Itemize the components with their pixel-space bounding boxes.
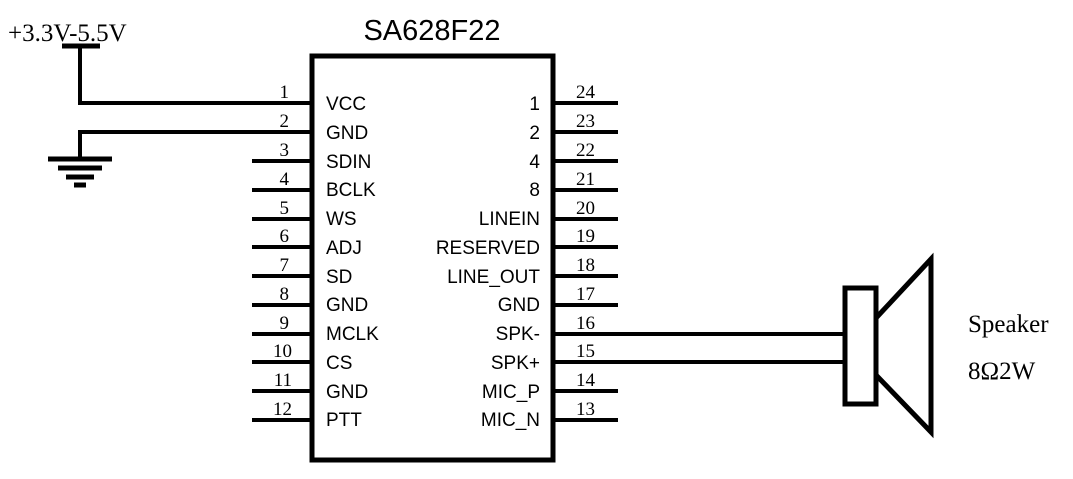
chip-body-outline — [309, 53, 556, 463]
pin-label-vcc: VCC — [326, 94, 366, 115]
left-pin-numbers: 1 2 3 4 5 6 7 8 9 10 11 12 — [273, 82, 292, 420]
pin-number-12: 12 — [273, 399, 292, 420]
pin-number-20: 20 — [576, 198, 595, 219]
left-pin-labels: VCC GND SDIN BCLK WS ADJ SD GND MCLK CS … — [326, 94, 379, 431]
pin-label-adj: ADJ — [326, 238, 362, 259]
pin-label-line-out: LINE_OUT — [447, 267, 540, 288]
speaker-symbol — [842, 252, 934, 439]
right-pin-numbers: 24 23 22 21 20 19 18 17 16 15 14 13 — [576, 82, 596, 420]
right-pin-stubs — [553, 101, 846, 422]
pin-label-gnd-11: GND — [326, 382, 368, 403]
pin-label-cs: CS — [326, 353, 352, 374]
pin-number-5: 5 — [280, 198, 290, 219]
pin-label-mic-n: MIC_N — [481, 410, 540, 431]
pin-number-2: 2 — [280, 111, 290, 132]
pin-label-reserved: RESERVED — [436, 238, 540, 259]
pin-label-mclk: MCLK — [326, 324, 379, 345]
left-pin-stubs — [252, 159, 312, 422]
pin-number-17: 17 — [576, 284, 595, 305]
pin-label-4: 4 — [529, 152, 540, 173]
speaker-rating-label: 8Ω2W — [968, 358, 1036, 385]
pin-label-ptt: PTT — [326, 410, 362, 431]
pin-number-13: 13 — [576, 399, 595, 420]
pin-number-8: 8 — [280, 284, 290, 305]
pin-label-spk-plus: SPK+ — [491, 353, 540, 374]
pin-number-14: 14 — [576, 370, 596, 391]
pin-label-8: 8 — [529, 180, 540, 201]
pin-label-bclk: BCLK — [326, 180, 376, 201]
pin-number-24: 24 — [576, 82, 596, 103]
pin-number-7: 7 — [280, 255, 290, 276]
pin-label-sdin: SDIN — [326, 152, 371, 173]
pin-number-15: 15 — [576, 341, 595, 362]
chip-title: SA628F22 — [363, 15, 500, 47]
power-rail-label: +3.3V-5.5V — [8, 20, 127, 47]
speaker-name-label: Speaker — [968, 311, 1049, 338]
speaker-cone-shape — [873, 252, 934, 439]
pin-number-23: 23 — [576, 111, 595, 132]
pin-label-spk-minus: SPK- — [496, 324, 540, 345]
pin-number-16: 16 — [576, 313, 595, 334]
speaker-coil-body — [842, 285, 879, 407]
right-pin-labels: 1 2 4 8 LINEIN RESERVED LINE_OUT GND SPK… — [436, 94, 541, 431]
pin-number-1: 1 — [280, 82, 290, 103]
pin-label-ws: WS — [326, 209, 357, 230]
power-rail-symbol — [62, 43, 312, 105]
pin-number-19: 19 — [576, 226, 595, 247]
pin-label-2: 2 — [529, 123, 540, 144]
pin-label-1: 1 — [529, 94, 540, 115]
pin-label-linein: LINEIN — [479, 209, 540, 230]
pin-number-6: 6 — [280, 226, 290, 247]
pin-number-10: 10 — [273, 341, 292, 362]
pin-number-4: 4 — [280, 169, 290, 190]
ground-symbol — [48, 130, 312, 188]
pin-number-3: 3 — [280, 140, 290, 161]
pin-number-11: 11 — [274, 370, 292, 391]
pin-label-sd: SD — [326, 267, 352, 288]
pin-number-18: 18 — [576, 255, 595, 276]
pin-number-22: 22 — [576, 140, 595, 161]
pin-number-21: 21 — [576, 169, 595, 190]
pin-number-9: 9 — [280, 313, 290, 334]
pin-label-gnd-8: GND — [326, 295, 368, 316]
pin-label-gnd-2: GND — [326, 123, 368, 144]
pin-label-mic-p: MIC_P — [482, 382, 540, 403]
pin-label-gnd-17: GND — [498, 295, 540, 316]
